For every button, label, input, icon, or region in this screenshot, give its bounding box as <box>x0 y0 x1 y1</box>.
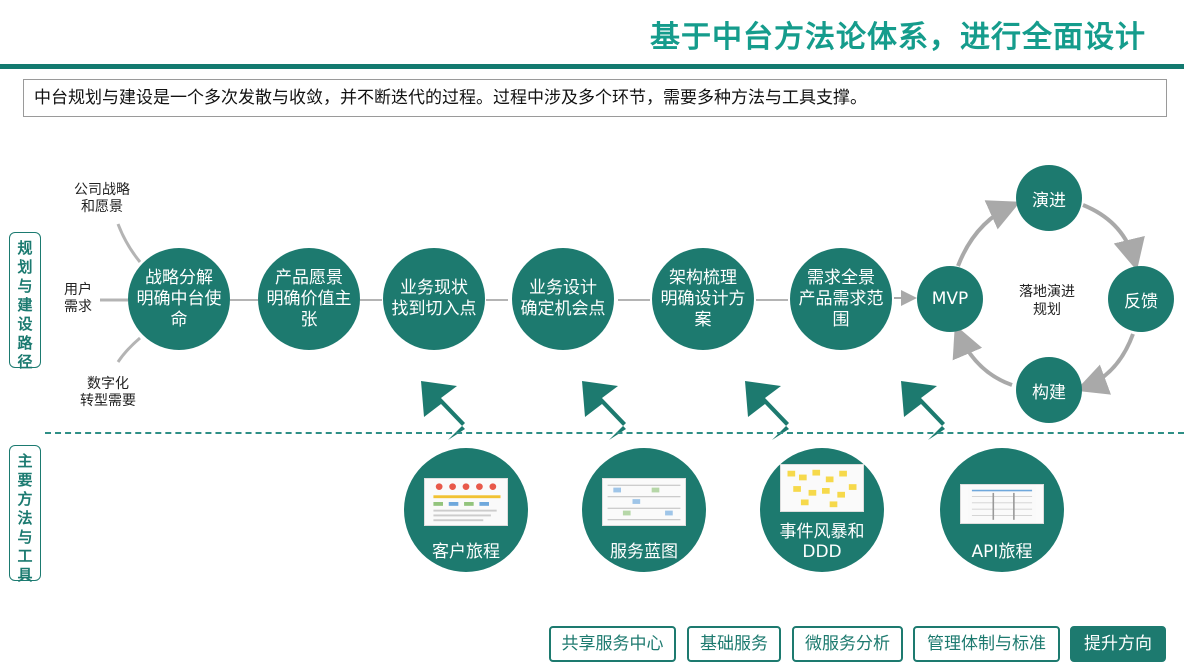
tab-microservice-analysis[interactable]: 微服务分析 <box>792 626 903 662</box>
step-circle-business-design: 业务设计 确定机会点 <box>512 248 614 350</box>
input-digital: 数字化 转型需要 <box>80 376 136 409</box>
intro-box: 中台规划与建设是一个多次发散与收敛，并不断迭代的过程。过程中涉及多个环节，需要多… <box>23 79 1167 117</box>
input-curve-digital <box>116 336 141 363</box>
step-circle-requirements: 需求全景 产品需求范 围 <box>790 248 892 350</box>
input-user: 用户 需求 <box>64 282 92 315</box>
step-circle-strategy: 战略分解 明确中台使 命 <box>128 248 230 350</box>
tool-caption: 事件风暴和 DDD <box>779 522 865 562</box>
input-curve-strategy <box>116 223 142 263</box>
service-blueprint-thumbnail <box>602 478 686 526</box>
side-label-methods: 主 要 方 法 与 工 具 <box>9 445 41 584</box>
up-arrow-icon <box>745 381 789 440</box>
loop-node-feedback: 反馈 <box>1108 266 1174 332</box>
loop-arrow-build-mvp <box>952 324 1013 387</box>
customer-journey-thumbnail <box>424 478 508 526</box>
loop-center-label: 落地演进 规划 <box>1019 284 1075 318</box>
section-divider <box>45 432 1184 434</box>
tool-caption: 服务蓝图 <box>610 542 678 562</box>
title-rule <box>0 64 1184 69</box>
tool-service-blueprint: 服务蓝图 <box>582 448 706 572</box>
tab-management-standards[interactable]: 管理体制与标准 <box>913 626 1060 662</box>
tool-event-storming: 事件风暴和 DDD <box>760 448 884 572</box>
tool-customer-journey: 客户旅程 <box>404 448 528 572</box>
step-circle-business-status: 业务现状 找到切入点 <box>383 248 485 350</box>
page-title: 基于中台方法论体系，进行全面设计 <box>650 20 1146 55</box>
loop-arrow-evolve-feedback <box>1082 203 1145 271</box>
side-label-planning: 规 划 与 建 设 路 径 <box>9 232 41 371</box>
tab-improvement-direction[interactable]: 提升方向 <box>1070 626 1166 662</box>
step-circle-product-vision: 产品愿景 明确价值主 张 <box>258 248 360 350</box>
up-arrow-icon <box>582 381 626 440</box>
loop-node-mvp: MVP <box>917 266 983 332</box>
event-storming-thumbnail <box>780 464 864 512</box>
tool-api-journey: API旅程 <box>940 448 1064 572</box>
input-strategy: 公司战略 和愿景 <box>74 182 130 215</box>
api-journey-thumbnail <box>960 484 1044 524</box>
step-circle-architecture: 架构梳理 明确设计方 案 <box>652 248 754 350</box>
tab-shared-service-center[interactable]: 共享服务中心 <box>549 626 676 662</box>
loop-arrow-feedback-build <box>1075 333 1135 395</box>
loop-node-evolve: 演进 <box>1016 165 1082 231</box>
up-arrow-icon <box>901 381 945 440</box>
loop-node-build: 构建 <box>1016 357 1082 423</box>
tool-caption: 客户旅程 <box>432 542 500 562</box>
tab-basic-services[interactable]: 基础服务 <box>687 626 781 662</box>
tool-caption: API旅程 <box>971 542 1033 562</box>
up-arrow-icon <box>421 381 465 440</box>
loop-arrow-mvp-evolve <box>956 200 1021 267</box>
